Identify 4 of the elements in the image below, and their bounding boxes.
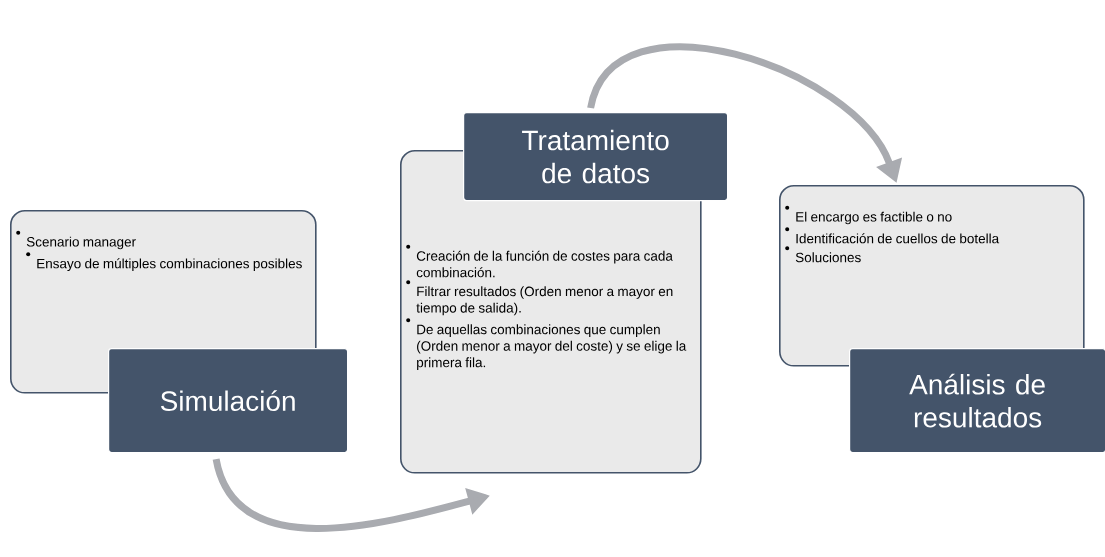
title-box: Simulación [108,348,349,454]
text-card: El encargo es factible o no Identificación de cuellos de botella Soluciones [779,185,1085,367]
title-box: Tratamiento de datos [463,112,729,202]
title-box: Análisis de resultados [849,348,1105,454]
